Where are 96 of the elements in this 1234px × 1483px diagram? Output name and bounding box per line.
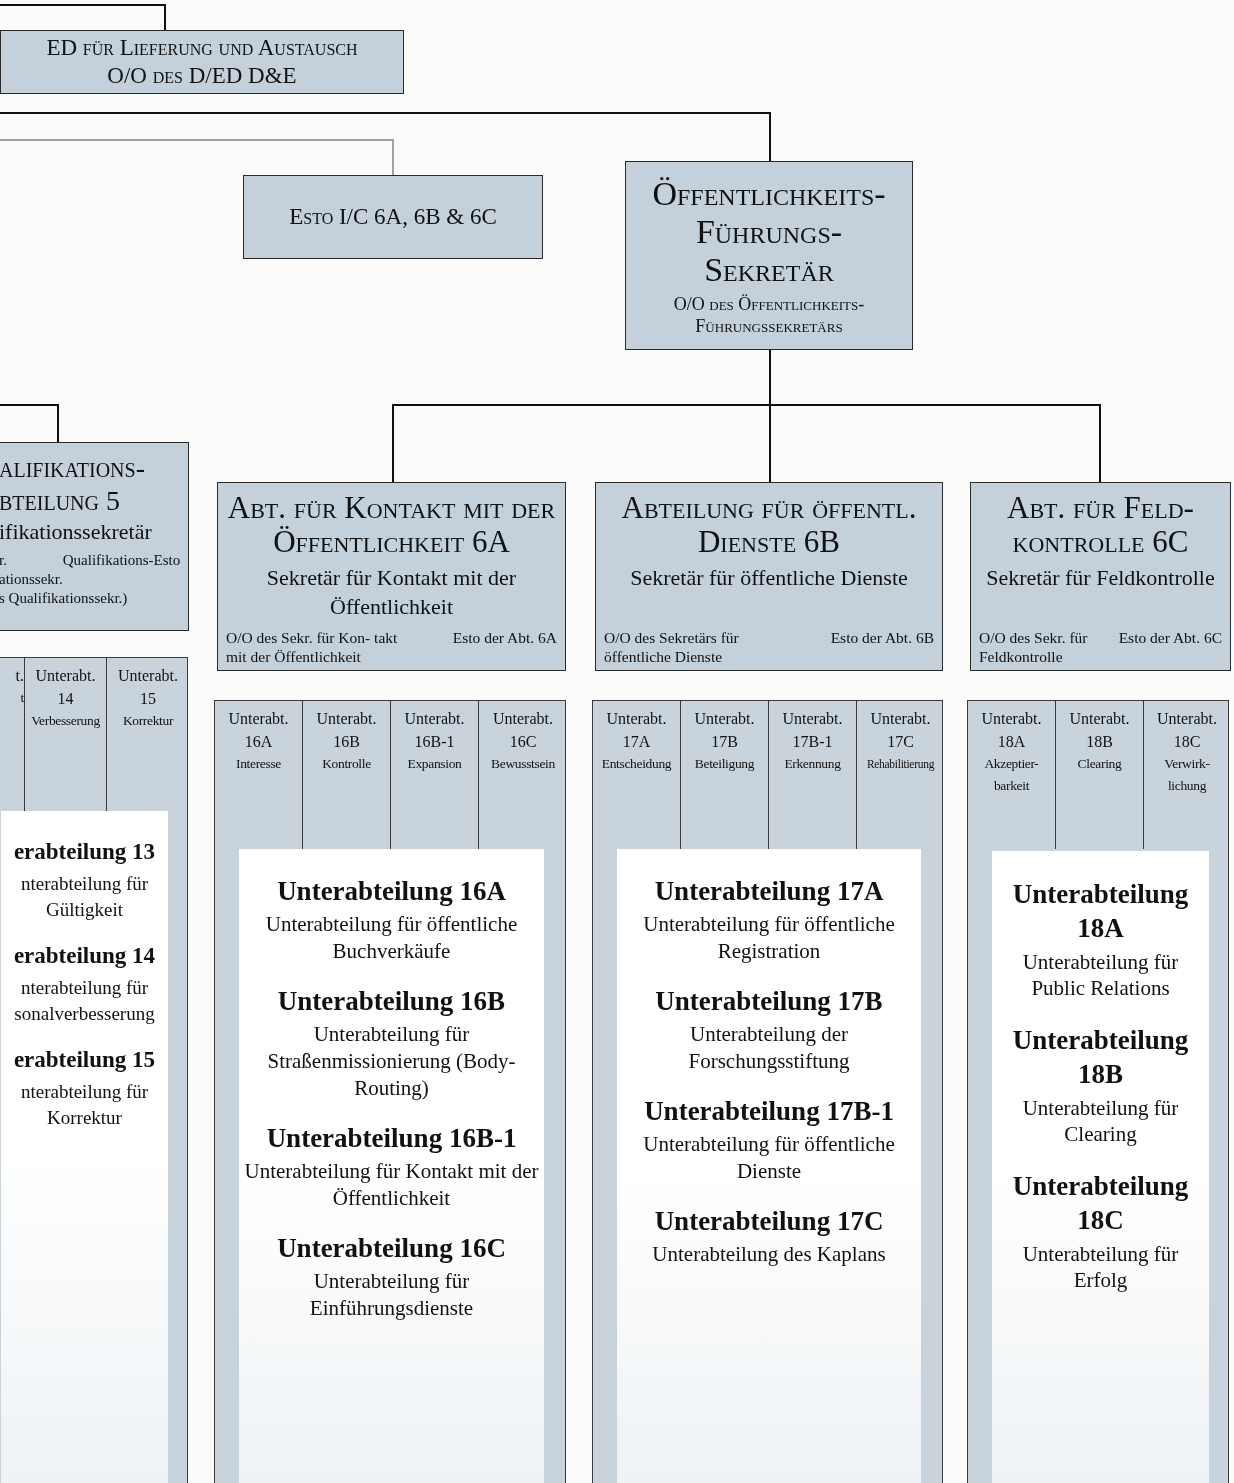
subdivision-description: Unterabteilung für öffentliche Dienste <box>642 1131 896 1185</box>
subdivision-description: Unterabteilung der Forschungsstiftung <box>687 1021 851 1075</box>
subdivision-title: Unterabteilung 17B <box>655 985 883 1017</box>
esto-label: Esto der Abt. 6B <box>830 628 934 647</box>
subdivision-title: Unterabteilung 18C <box>1011 1170 1190 1237</box>
subdivision-description: Unterabteilung für Clearing <box>1021 1095 1180 1147</box>
esto-label: Qualifikations-Esto <box>62 551 182 570</box>
division-column <box>0 657 188 1483</box>
officer-label: O/O des Öffentlichkeits- Führungssekretärs <box>672 292 866 337</box>
secretary-title: Sekretär für Feldkontrolle <box>985 564 1216 592</box>
officer-label: O/O des Sekretärs für öffentliche Dienste <box>604 628 740 666</box>
subdivision-function: Entscheidung <box>600 755 673 773</box>
connector-line <box>0 112 771 162</box>
subdivision-function: Expansion <box>406 755 463 773</box>
division-column <box>592 700 943 1483</box>
subdivision-function: Verwirk- lichung <box>1163 755 1211 795</box>
subdivision-label: Unterabt. 16C <box>492 709 554 752</box>
subdivision-function: Korrektur <box>121 712 175 730</box>
subdivision-title: Unterabteilung 16C <box>277 1232 506 1264</box>
division-column <box>214 700 566 1483</box>
secretary-title: ifikationssekretär <box>0 518 153 546</box>
subdivision-label: Unterabt. 15 <box>117 666 179 709</box>
subdivision-function: Erkennung <box>783 755 842 773</box>
subdivision-title: Unterabteilung 16B-1 <box>266 1122 517 1154</box>
subdivision-function: Clearing <box>1076 755 1123 773</box>
subdivision-function: Bewusstsein <box>490 755 556 773</box>
subdivision-title: Unterabteilung 17B-1 <box>644 1095 894 1127</box>
subdivision-title: erabteilung 14 <box>13 942 156 970</box>
subdivision-description: Unterabteilung für Public Relations <box>1021 949 1180 1001</box>
subdivision-description: Unterabteilung für Straßenmissionierung (Body- Routing) <box>266 1021 517 1102</box>
connector-line <box>0 4 166 31</box>
officer-label: s Qualifikationssekr.) <box>0 589 129 608</box>
subdivision-panel <box>617 849 921 1483</box>
department-title: Abt. für Kontakt mit der Öffentlichkeit 6A <box>226 491 557 559</box>
esto-box <box>243 175 543 259</box>
subdivision-label: Unterabt. 18B <box>1068 709 1131 752</box>
subdivision-label: Unterabt. 14 <box>34 666 97 709</box>
executive-box <box>0 30 404 94</box>
subdivision-title: Unterabteilung 16B <box>277 985 506 1017</box>
subdivision-description: Unterabteilung für Erfolg <box>1021 1241 1180 1293</box>
subdivision-panel <box>239 849 544 1483</box>
subdivision-label: Unterabt. 16B <box>315 709 378 752</box>
subdivision-function: Rehabilitierung <box>865 757 936 773</box>
subdivision-title: Unterabteilung 16A <box>277 875 506 907</box>
department-box <box>970 482 1231 671</box>
subdivision-function: Beteiligung <box>693 755 756 773</box>
subdivision-title: erabteilung 15 <box>13 1046 156 1074</box>
subdivision-label: Unterabt. 16A <box>227 709 290 752</box>
subdivision-label: Unterabt. 17B <box>693 709 756 752</box>
connector-line <box>0 404 59 443</box>
subdivision-description: nterabteilung für sonalverbesserung <box>13 976 156 1026</box>
officer-label: r. ationssekr. <box>0 551 63 589</box>
department-box <box>595 482 943 671</box>
officer-label: O/O des Sekr. für Kon- takt mit der Öffentlichkeit <box>226 628 399 666</box>
subdivision-function: t <box>19 689 24 707</box>
subdivision-title: Unterabteilung 18B <box>1011 1024 1190 1091</box>
subdivision-label: t. <box>14 666 24 686</box>
department-box <box>0 442 189 631</box>
subdivision-function: Verbesserung <box>30 712 101 730</box>
subdivision-function: Interesse <box>235 755 282 773</box>
officer-label: O/O des D/ED D&E <box>107 62 297 90</box>
subdivision-function: Kontrolle <box>321 755 372 773</box>
subdivision-label: Unterabt. 18C <box>1156 709 1218 752</box>
subdivision-description: Unterabteilung für Kontakt mit der Öffentlichkeit <box>243 1158 540 1212</box>
esto-label: Esto der Abt. 6C <box>1118 628 1222 647</box>
subdivision-label: Unterabt. 18A <box>980 709 1043 752</box>
subdivision-label: Unterabt. 17B-1 <box>781 709 844 752</box>
connector-line <box>0 139 394 176</box>
subdivision-title: Unterabteilung 18A <box>1011 878 1190 945</box>
executive-title: ED für Lieferung und Austausch <box>46 34 358 62</box>
officer-label: O/O des Sekr. für Feldkontrolle <box>979 628 1089 666</box>
esto-title: Esto I/C 6A, 6B & 6C <box>289 202 497 231</box>
subdivision-label: Unterabt. 17C <box>869 709 932 752</box>
esto-label: Esto der Abt. 6A <box>452 628 557 647</box>
subdivision-function: Akzeptier- barkeit <box>983 755 1040 795</box>
subdivision-title: Unterabteilung 17A <box>654 875 884 907</box>
subdivision-label: Unterabt. 16B-1 <box>403 709 466 752</box>
subdivision-description: Unterabteilung für Einführungsdienste <box>308 1268 475 1322</box>
division-column <box>967 700 1229 1483</box>
department-title: Abteilung für öffentl. Dienste 6B <box>620 491 918 559</box>
subdivision-description: Unterabteilung für öffentliche Registration <box>642 911 896 965</box>
subdivision-title: Unterabteilung 17C <box>654 1205 884 1237</box>
secretary-title: Öffentlichkeits- Führungs- Sekretär <box>651 174 887 289</box>
secretary-title: Sekretär für öffentliche Dienste <box>629 564 909 592</box>
subdivision-description: nterabteilung für Korrektur <box>19 1080 150 1130</box>
subdivision-description: Unterabteilung des Kaplans <box>652 1241 886 1268</box>
subdivision-panel <box>1 811 168 1483</box>
subdivision-label: Unterabt. 17A <box>605 709 668 752</box>
department-title: Abt. für Feld- kontrolle 6C <box>1006 491 1195 559</box>
subdivision-description: nterabteilung für Gültigkeit <box>19 872 150 922</box>
secretary-box <box>625 161 913 350</box>
secretary-title: Sekretär für Kontakt mit der Öffentlichkeit <box>265 564 518 621</box>
subdivision-title: erabteilung 13 <box>13 838 156 866</box>
department-box <box>217 482 566 671</box>
subdivision-description: Unterabteilung für öffentliche Buchverkäufe <box>264 911 519 965</box>
subdivision-panel <box>992 851 1209 1483</box>
